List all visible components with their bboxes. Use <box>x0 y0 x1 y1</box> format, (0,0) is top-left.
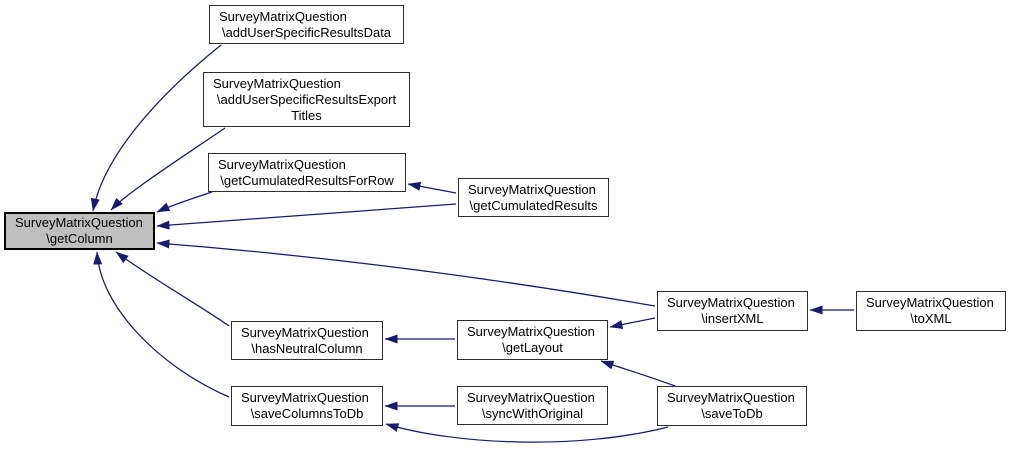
call-edge-hasNeutralColumn-to-getColumn <box>115 251 230 327</box>
graph-node-label-line: SurveyMatrixQuestion <box>218 156 346 172</box>
graph-node-label-line: SurveyMatrixQuestion <box>219 8 347 24</box>
call-edge-getCumulatedResults-to-getColumn <box>156 203 457 230</box>
graph-node-label-line: \getCumulatedResultsForRow <box>220 172 394 188</box>
graph-node-addUserSpecificResultsExportTitles[interactable]: SurveyMatrixQuestion\addUserSpecificResu… <box>203 72 410 127</box>
call-edge-saveToDb-to-saveColumnsToDb <box>385 423 669 443</box>
graph-node-saveToDb[interactable]: SurveyMatrixQuestion\saveToDb <box>657 386 807 426</box>
graph-node-label-line: SurveyMatrixQuestion <box>241 390 369 405</box>
graph-node-label-line: \addUserSpecificResultsExport <box>216 91 397 107</box>
graph-node-label-line: \saveColumnsToDb <box>250 406 364 421</box>
call-edge-insertXML-to-getLayout <box>609 317 656 329</box>
graph-node-insertXML[interactable]: SurveyMatrixQuestion\insertXML <box>657 291 808 331</box>
graph-node-getCumulatedResultsForRow[interactable]: SurveyMatrixQuestion\getCumulatedResults… <box>208 153 406 192</box>
graph-node-label-line: \hasNeutralColumn <box>251 340 363 356</box>
graph-node-label-line: \getLayout <box>502 340 563 355</box>
graph-node-label-line: \syncWithOriginal <box>481 405 584 421</box>
graph-node-label-line: SurveyMatrixQuestion <box>468 181 596 197</box>
graph-node-label-line: SurveyMatrixQuestion <box>667 295 795 310</box>
edge-group <box>90 44 854 443</box>
call-edge-saveToDb-to-getLayout <box>600 360 676 387</box>
graph-node-label-line: Titles <box>291 107 322 123</box>
graph-node-saveColumnsToDb[interactable]: SurveyMatrixQuestion\saveColumnsToDb <box>231 386 383 426</box>
call-edge-addUserSpecificResultsExportTitles-to-getColumn <box>110 127 226 211</box>
call-edge-saveColumnsToDb-to-getColumn <box>93 251 230 398</box>
graph-node-hasNeutralColumn[interactable]: SurveyMatrixQuestion\hasNeutralColumn <box>231 321 383 360</box>
graph-node-addUserSpecificResultsData[interactable]: SurveyMatrixQuestion\addUserSpecificResu… <box>209 5 404 44</box>
graph-node-label-line: SurveyMatrixQuestion <box>866 295 994 310</box>
call-edge-addUserSpecificResultsData-to-getColumn <box>90 44 222 212</box>
graph-node-label-line: SurveyMatrixQuestion <box>15 215 143 230</box>
graph-node-getColumn: SurveyMatrixQuestion\getColumn <box>4 212 155 250</box>
graph-node-label-line: SurveyMatrixQuestion <box>467 389 595 405</box>
call-edge-getCumulatedResults-to-getCumulatedResultsForRow <box>407 181 457 194</box>
graph-node-label-line: \getCumulatedResults <box>469 197 598 213</box>
graph-node-label-line: \addUserSpecificResultsData <box>221 24 392 40</box>
graph-node-label-line: \insertXML <box>701 311 764 326</box>
graph-node-label-line: \getColumn <box>46 231 113 246</box>
call-edge-insertXML-to-getColumn <box>156 239 656 307</box>
graph-node-syncWithOriginal[interactable]: SurveyMatrixQuestion\syncWithOriginal <box>457 386 608 425</box>
graph-node-label-line: \toXML <box>910 311 952 326</box>
graph-node-label-line: SurveyMatrixQuestion <box>241 324 369 340</box>
graph-node-label-line: SurveyMatrixQuestion <box>667 390 795 405</box>
graph-node-label-line: \saveToDb <box>701 406 763 421</box>
graph-node-getCumulatedResults[interactable]: SurveyMatrixQuestion\getCumulatedResults <box>458 178 609 217</box>
graph-node-toXML[interactable]: SurveyMatrixQuestion\toXML <box>856 291 1006 331</box>
call-edge-getCumulatedResultsForRow-to-getColumn <box>156 191 213 213</box>
graph-node-label-line: SurveyMatrixQuestion <box>467 324 595 339</box>
graph-node-label-line: SurveyMatrixQuestion <box>213 75 341 91</box>
graph-node-getLayout[interactable]: SurveyMatrixQuestion\getLayout <box>457 320 608 360</box>
